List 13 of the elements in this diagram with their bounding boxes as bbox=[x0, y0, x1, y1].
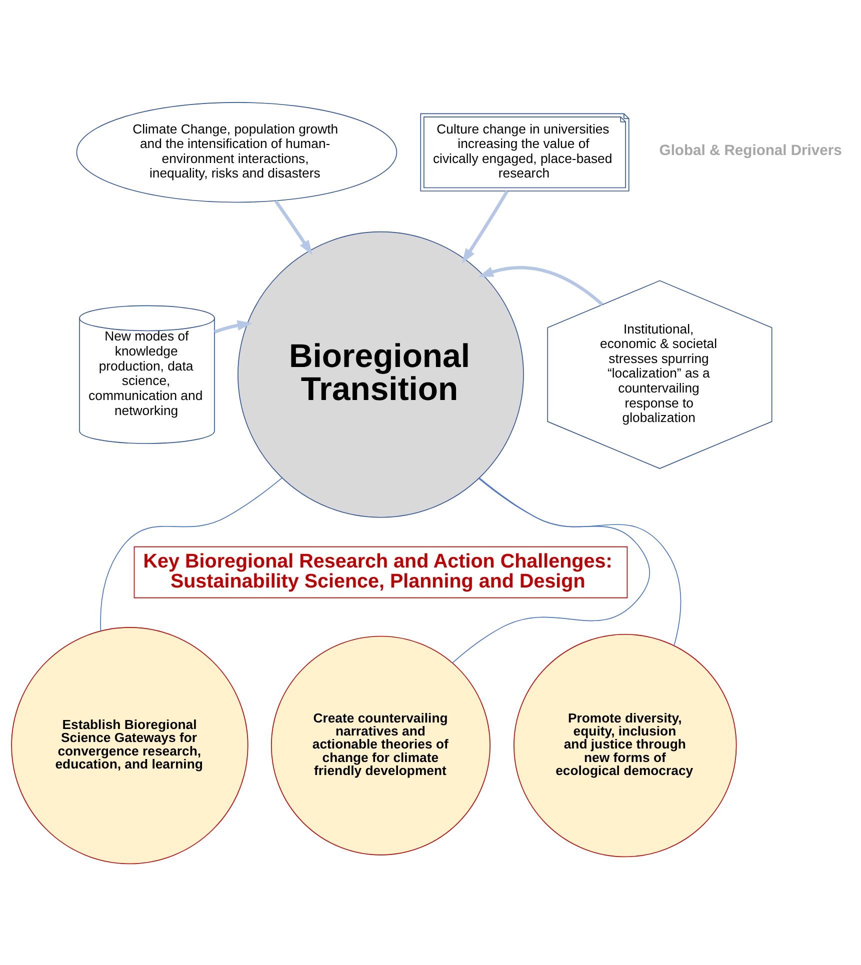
connector bbox=[100, 476, 283, 631]
node-ellipse: Climate Change, population growth and the intensification of human-environment interactions, inequality, risks and disasters bbox=[76, 102, 398, 202]
arrow bbox=[462, 190, 509, 263]
node-circle: Promote diversity, equity, inclusion and justice through new forms of ecological democracy bbox=[514, 633, 737, 857]
arrow bbox=[274, 200, 312, 255]
connector bbox=[478, 478, 682, 646]
node-circle: Establish Bioregional Science Gateways for convergence research, education, and learning bbox=[11, 626, 248, 864]
connector bbox=[452, 476, 650, 663]
node-box: Key Bioregional Research and Action Challenges: Sustainability Science, Planning and Design bbox=[134, 546, 628, 598]
arrow bbox=[478, 266, 604, 306]
arrow bbox=[214, 320, 252, 334]
node-circle: Create countervailing narratives and actionable theories of change for climate friendly development bbox=[270, 635, 490, 855]
label: Global & Regional Drivers bbox=[659, 142, 842, 159]
